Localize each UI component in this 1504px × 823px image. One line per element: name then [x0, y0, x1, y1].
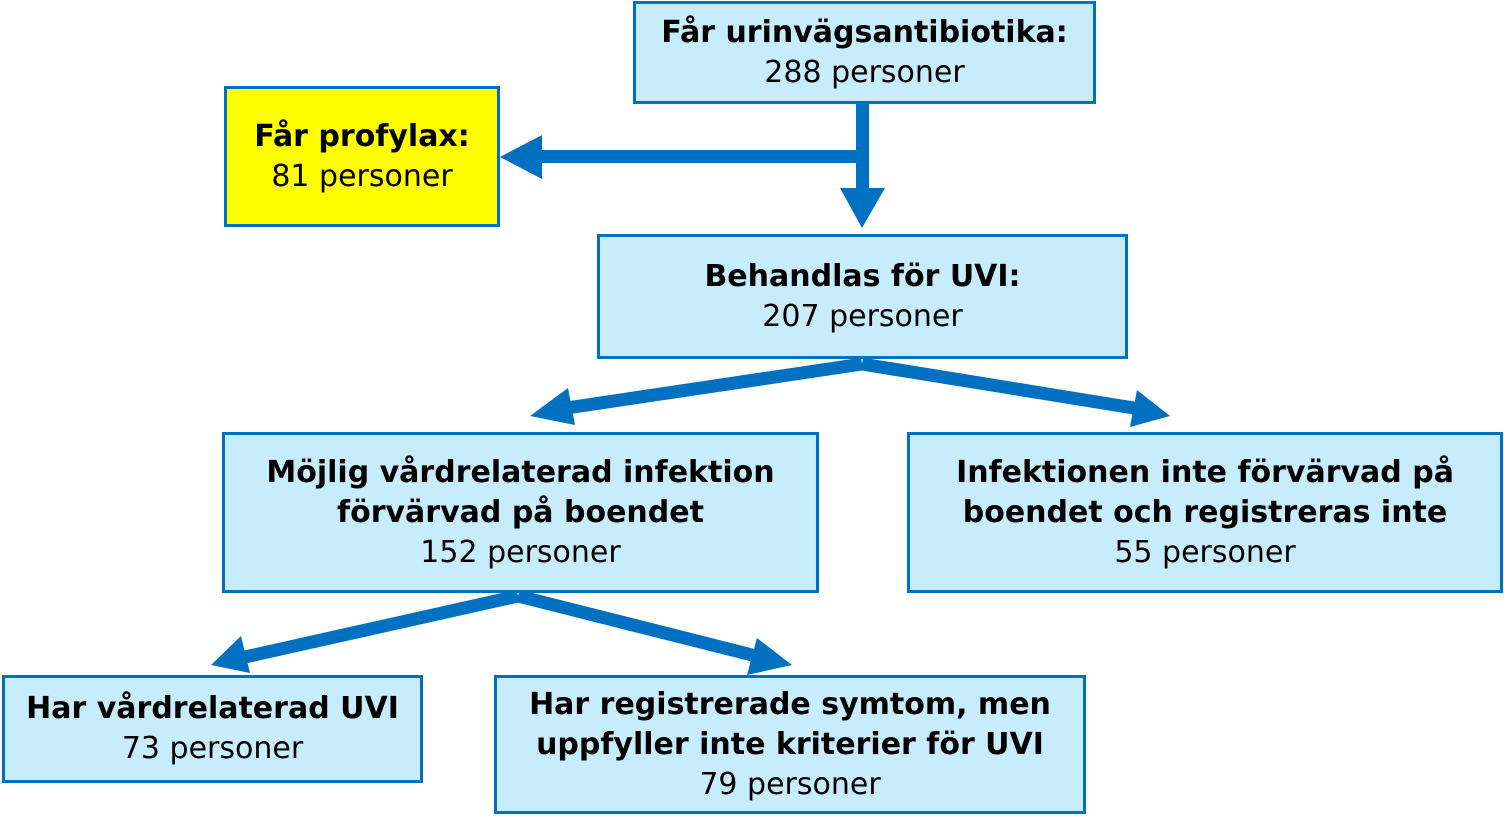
node-not-acquired-count: 55 personer [1114, 534, 1296, 570]
node-possible-hai-count: 152 personer [420, 534, 621, 570]
arrow-to-possible-hai-head [530, 388, 575, 425]
node-antibiotics: Får urinvägsantibiotika: 288 personer [633, 1, 1096, 104]
arrow-to-prophylaxis-shaft [538, 150, 863, 163]
node-treated-uti: Behandlas för UVI: 207 personer [597, 234, 1128, 359]
arrow-to-hai-uti-shaft [243, 589, 520, 664]
arrow-to-not-acquired-head [1130, 390, 1170, 427]
node-symptoms-only-title-2: uppfyller inte kriterier för UVI [536, 726, 1044, 762]
node-not-acquired: Infektionen inte förvärvad på boendet oc… [907, 432, 1503, 593]
node-possible-hai: Möjlig vårdrelaterad infektion förvärvad… [222, 432, 819, 593]
node-not-acquired-title-1: Infektionen inte förvärvad på [956, 454, 1454, 490]
arrow-to-hai-uti-head [211, 636, 250, 673]
arrow-to-symptoms-head [747, 638, 792, 675]
node-hai-uti-title: Har vårdrelaterad UVI [26, 691, 399, 726]
node-symptoms-only-count: 79 personer [699, 766, 881, 802]
node-prophylaxis-count: 81 personer [271, 158, 453, 194]
arrow-down-head [840, 188, 885, 228]
arrow-trunk [856, 103, 869, 195]
node-possible-hai-title-2: förvärvad på boendet [337, 494, 704, 530]
arrow-to-prophylaxis-head [500, 135, 542, 179]
node-prophylaxis: Får profylax: 81 personer [224, 86, 500, 227]
node-hai-uti: Har vårdrelaterad UVI 73 personer [2, 675, 423, 783]
node-treated-uti-title: Behandlas för UVI: [704, 258, 1021, 294]
node-treated-uti-count: 207 personer [762, 298, 963, 334]
arrow-to-possible-hai-shaft [559, 357, 863, 416]
node-hai-uti-count: 73 personer [121, 731, 304, 766]
node-possible-hai-title-1: Möjlig vårdrelaterad infektion [266, 454, 775, 490]
arrow-to-not-acquired-shaft [860, 357, 1142, 416]
node-antibiotics-count: 288 personer [764, 54, 965, 90]
node-symptoms-only-title-1: Har registrerade symtom, men [529, 686, 1051, 722]
arrow-to-symptoms-shaft [516, 589, 762, 664]
node-not-acquired-title-2: boendet och registreras inte [962, 494, 1448, 530]
node-prophylaxis-title: Får profylax: [254, 118, 470, 154]
node-symptoms-only: Har registrerade symtom, men uppfyller i… [494, 675, 1086, 814]
node-antibiotics-title: Får urinvägsantibiotika: [661, 14, 1068, 50]
